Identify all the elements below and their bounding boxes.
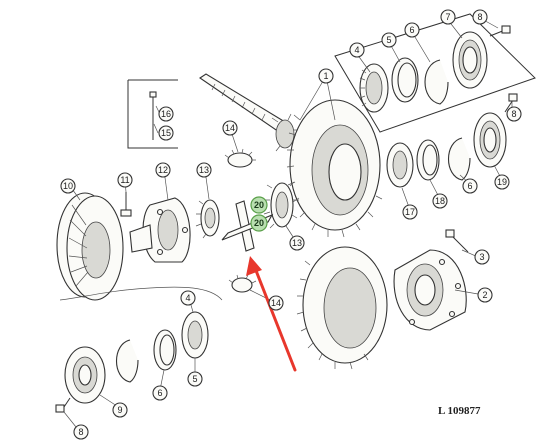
svg-text:13: 13 xyxy=(292,238,302,248)
bearing-cone-lower xyxy=(181,311,209,359)
pinion-bearing-cone xyxy=(359,63,389,113)
svg-text:1: 1 xyxy=(323,71,328,81)
svg-text:20: 20 xyxy=(254,218,264,228)
callout-6-bottom: 6 xyxy=(152,385,168,401)
callout-13-left: 13 xyxy=(196,162,212,178)
callout-8-right: 8 xyxy=(506,106,522,122)
callout-1: 1 xyxy=(318,68,334,84)
svg-text:6: 6 xyxy=(467,181,472,191)
svg-text:11: 11 xyxy=(120,175,129,185)
svg-text:5: 5 xyxy=(192,374,197,384)
cage-bolt-lower xyxy=(55,397,71,413)
callout-13-right: 13 xyxy=(289,235,305,251)
callout-11: 11 xyxy=(117,172,133,188)
svg-text:16: 16 xyxy=(161,109,171,119)
bearing-cage-lower xyxy=(64,346,106,404)
snap-ring-lower xyxy=(116,339,139,383)
svg-text:2: 2 xyxy=(482,290,487,300)
svg-text:18: 18 xyxy=(435,196,445,206)
svg-text:4: 4 xyxy=(354,45,359,55)
callout-16: 16 xyxy=(158,106,174,122)
cage-bolt-top xyxy=(489,25,511,37)
svg-text:4: 4 xyxy=(185,293,190,303)
callout-15: 15 xyxy=(158,125,174,141)
ring-gear-lower xyxy=(296,246,388,370)
svg-text:8: 8 xyxy=(477,12,482,22)
callout-17: 17 xyxy=(402,204,418,220)
differential-side-gear-right xyxy=(263,181,299,229)
bearing-quill-right xyxy=(473,112,507,168)
bearing-cup-lower xyxy=(153,329,177,371)
callout-12: 12 xyxy=(155,162,171,178)
svg-text:20: 20 xyxy=(254,200,264,210)
highlight-callout-20-upper: 20 xyxy=(250,196,268,214)
snap-ring-right xyxy=(448,137,471,181)
svg-text:3: 3 xyxy=(479,252,484,262)
callout-5-bottom: 5 xyxy=(187,371,203,387)
case-bolt xyxy=(445,229,469,253)
svg-text:13: 13 xyxy=(199,165,209,175)
differential-case-half xyxy=(393,249,467,331)
pinion-bearing-cup xyxy=(391,57,419,103)
red-pointer-arrow xyxy=(246,256,297,372)
drive-pulley xyxy=(56,192,124,301)
pinion-cage xyxy=(452,31,488,89)
callout-6-top: 6 xyxy=(404,22,420,38)
callout-2: 2 xyxy=(477,287,493,303)
svg-text:10: 10 xyxy=(63,181,73,191)
snap-ring-top xyxy=(424,59,449,105)
svg-text:8: 8 xyxy=(78,427,83,437)
callout-4-top: 4 xyxy=(349,42,365,58)
differential-side-gear-left xyxy=(195,199,220,239)
ring-gear-upper xyxy=(286,99,383,238)
callout-9: 9 xyxy=(112,402,128,418)
hub-shaft xyxy=(129,224,153,253)
drawing-reference-code: L 109877 xyxy=(438,405,481,417)
svg-text:12: 12 xyxy=(158,165,168,175)
long-shim-wire xyxy=(59,286,223,301)
callout-8-top: 8 xyxy=(472,9,488,25)
svg-text:5: 5 xyxy=(386,35,391,45)
svg-text:17: 17 xyxy=(405,207,415,217)
callout-18: 18 xyxy=(432,193,448,209)
svg-text:9: 9 xyxy=(117,405,122,415)
differential-carrier-hub xyxy=(142,197,191,263)
svg-text:19: 19 xyxy=(497,177,507,187)
bearing-cone-right xyxy=(386,142,414,188)
differential-pinion-upper xyxy=(224,148,256,168)
callout-5-top: 5 xyxy=(381,32,397,48)
svg-text:6: 6 xyxy=(157,388,162,398)
hub-bolt xyxy=(120,192,132,217)
svg-text:7: 7 xyxy=(445,12,450,22)
callout-8-bottom: 8 xyxy=(73,424,89,440)
highlight-callout-20-lower: 20 xyxy=(250,214,268,232)
callout-3: 3 xyxy=(474,249,490,265)
svg-text:14: 14 xyxy=(271,298,281,308)
callout-7: 7 xyxy=(440,9,456,25)
callout-6-right: 6 xyxy=(462,178,478,194)
differential-pinion-lower xyxy=(228,274,257,293)
callout-14-top: 14 xyxy=(222,120,238,136)
svg-text:15: 15 xyxy=(161,128,171,138)
shim-pin-inset xyxy=(127,79,178,149)
drive-pinion-shaft xyxy=(199,73,300,152)
callout-14-bottom: 14 xyxy=(268,295,284,311)
callout-19: 19 xyxy=(494,174,510,190)
svg-text:14: 14 xyxy=(225,123,235,133)
svg-text:8: 8 xyxy=(511,109,516,119)
svg-text:6: 6 xyxy=(409,25,414,35)
bearing-cup-right xyxy=(416,139,440,181)
callout-4-bottom: 4 xyxy=(180,290,196,306)
callout-10: 10 xyxy=(60,178,76,194)
